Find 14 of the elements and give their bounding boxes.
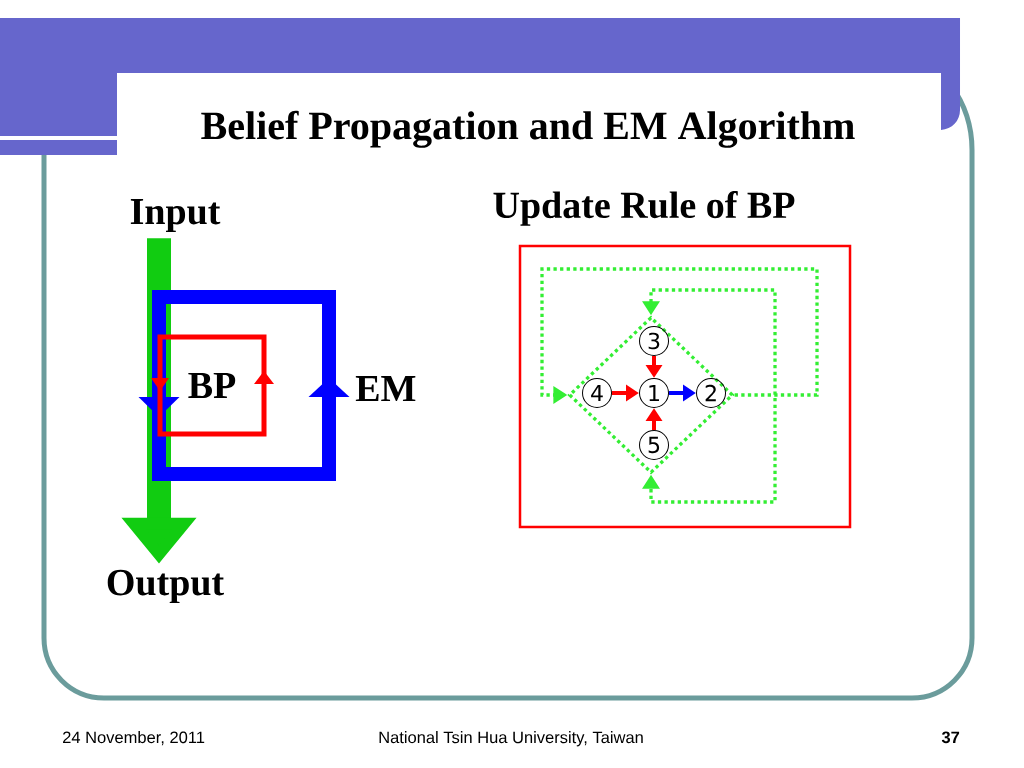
- circle-node: 1: [639, 378, 669, 408]
- dotted-arrow: [642, 288, 777, 504]
- circle-node: 3: [639, 326, 669, 356]
- footer-text: 24 November, 2011: [63, 731, 205, 746]
- loop-label: EM: [355, 376, 416, 401]
- page-number: 37: [941, 731, 960, 744]
- panel-heading: Update Rule of BP: [493, 191, 795, 226]
- circle-node: 5: [639, 430, 669, 460]
- flow-label: Input: [130, 199, 221, 233]
- circle-node: 4: [582, 378, 612, 408]
- slide-title: Belief Propagation and EM Algorithm: [201, 110, 855, 148]
- flow-label: Output: [107, 569, 224, 604]
- footer-text: National Tsin Hua University, Taiwan: [379, 731, 643, 747]
- circle-node: 2: [696, 378, 726, 408]
